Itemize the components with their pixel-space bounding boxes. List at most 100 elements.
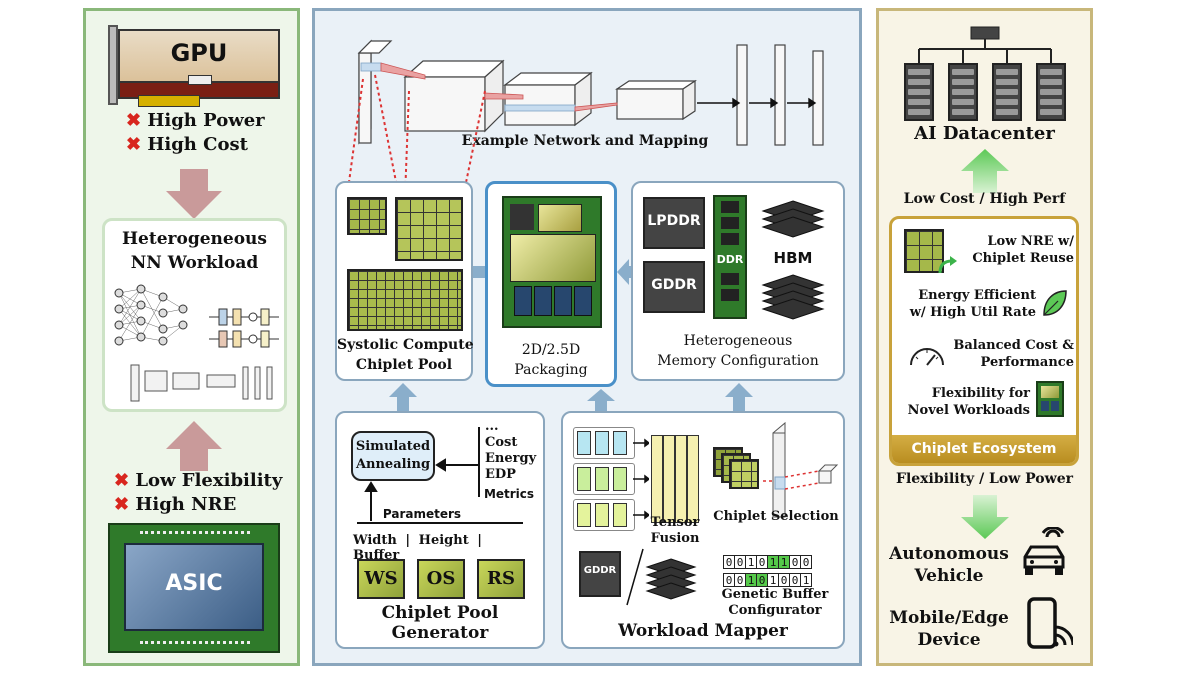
server-rack-icon (948, 63, 978, 121)
server-rack-icon (904, 63, 934, 121)
benefit-2-line-2: w/ High Util Rate (909, 305, 1036, 320)
medium-chiplet-icon (395, 197, 463, 261)
metrics-list: ... Cost Energy EDP (485, 419, 536, 483)
mapper-gddr-label: GDDR (583, 565, 617, 576)
packaging-caption-2: Packaging (514, 362, 588, 378)
mobile-label: Mobile/Edge Device (887, 607, 1011, 651)
gddr-chip-icon: GDDR (643, 261, 705, 313)
sa-label-1: Simulated (355, 439, 431, 454)
ddr-label: DDR (716, 253, 744, 266)
dataflow-os: OS (417, 559, 465, 599)
autonomous-car-icon (1023, 527, 1065, 575)
arrow-up-icon (587, 389, 615, 413)
chiplet-reuse-icon (904, 229, 944, 273)
gpu-cons: ✖ High Power ✖ High Cost (126, 109, 265, 157)
novel-chip-icon (1036, 381, 1064, 417)
chiplet-pool-caption-2: Chiplet Pool (355, 357, 453, 373)
mobile-line-1: Mobile/Edge (889, 608, 1009, 628)
metrics-arrow-icon (435, 427, 480, 497)
server-rack-icon (992, 63, 1022, 121)
bit: 1 (800, 573, 812, 587)
flex-low-power-label: Flexibility / Low Power (896, 471, 1073, 487)
datacenter-tree-icon (918, 26, 1052, 63)
transformer-block-icon (209, 308, 279, 348)
arrow-up-icon (389, 383, 417, 413)
leaf-icon (1043, 290, 1067, 316)
benefit-1: Low NRE w/ Chiplet Reuse (956, 233, 1074, 267)
arrow-up-icon (961, 149, 1009, 193)
metrics-ellipsis: ... (485, 419, 499, 434)
benefit-2-line-1: Energy Efficient (918, 288, 1036, 303)
chiplet-pool-caption-1: Systolic Compute (337, 337, 474, 353)
mobile-device-icon (1027, 597, 1073, 649)
gpu-con-power: High Power (147, 110, 265, 131)
gddr-chip-small-icon: GDDR (579, 551, 621, 597)
middle-panel: Example Network and Mapping Systolic Com… (312, 8, 862, 666)
parameters-label: Parameters (382, 507, 462, 521)
memory-caption-2: Memory Configuration (657, 353, 819, 369)
ecosystem-box: Low NRE w/ Chiplet Reuse Energy Efficien… (889, 216, 1079, 466)
reuse-arrow-icon (938, 256, 957, 274)
vehicle-label: Autonomous Vehicle (887, 543, 1011, 587)
neural-network-icon (114, 284, 188, 346)
mobile-line-2: Device (917, 630, 981, 650)
generator-title-2: Generator (391, 623, 489, 643)
right-panel: AI Datacenter Low Cost / High Perf Low N… (876, 8, 1093, 666)
lpddr-label: LPDDR (647, 213, 701, 229)
fused-tensor-icon (651, 435, 699, 523)
workload-title-1: Heterogeneous (122, 229, 267, 249)
generator-title-1: Chiplet Pool (381, 603, 499, 623)
metrics-label: Metrics (483, 487, 535, 501)
mapping-lines (346, 74, 486, 198)
benefit-2: Energy Efficient w/ High Util Rate (900, 287, 1036, 321)
x-icon: ✖ (114, 494, 130, 515)
hbm-stack-top-icon (761, 200, 825, 238)
dataflow-ws: WS (357, 559, 405, 599)
asic-con-nre: High NRE (135, 494, 237, 515)
genetic-caption-1: Genetic Buffer (721, 587, 829, 602)
chiplet-stack-icon (729, 459, 759, 489)
large-chiplet-icon (347, 269, 463, 331)
gpu-label: GPU (170, 39, 228, 67)
benefit-3-line-2: Performance (980, 355, 1074, 370)
hbm-label: HBM (773, 249, 813, 267)
chiplet-pool-box: Systolic Compute Chiplet Pool (335, 181, 474, 381)
packaging-box: 2D/2.5D Packaging (485, 181, 617, 387)
arrow-left-icon (617, 259, 641, 285)
tensor-fusion-2: Fusion (650, 531, 700, 546)
example-network-diagram (357, 39, 824, 146)
memory-caption-1: Heterogeneous (683, 333, 793, 349)
gpu-con-cost: High Cost (147, 134, 248, 155)
simulated-annealing-box: Simulated Annealing (351, 431, 435, 481)
chiplet-selection-caption: Chiplet Selection (713, 509, 839, 524)
ddr-dimm-icon: DDR (713, 195, 747, 319)
package-substrate-icon (502, 196, 602, 328)
parameters-arrow-icon (357, 481, 523, 524)
hbm-stack-bottom-icon (761, 274, 825, 320)
bit: 1 (745, 573, 757, 587)
lpddr-chip-icon: LPDDR (643, 197, 705, 249)
benefit-1-line-2: Chiplet Reuse (972, 251, 1074, 266)
packaging-caption-1: 2D/2.5D (521, 342, 581, 358)
benefit-3-line-1: Balanced Cost & (953, 338, 1074, 353)
vehicle-line-1: Autonomous (889, 544, 1009, 564)
server-rack-icon (1036, 63, 1066, 121)
benefit-3: Balanced Cost & Performance (948, 337, 1074, 371)
param-width: Width (353, 533, 397, 548)
benefit-4-line-1: Flexibility for (931, 386, 1030, 401)
low-cost-label: Low Cost / High Perf (903, 191, 1066, 207)
gddr-label: GDDR (651, 277, 697, 293)
benefit-4-line-2: Novel Workloads (907, 403, 1030, 418)
genetic-caption-2: Configurator (728, 603, 822, 618)
dataflow-rs: RS (477, 559, 525, 599)
param-height: Height (418, 533, 469, 548)
cnn-icon (130, 364, 273, 402)
memory-box: LPDDR GDDR DDR HBM (631, 181, 845, 381)
selection-layer-icon (763, 421, 839, 519)
gpu-card-icon: GPU (108, 25, 280, 107)
sa-label-2: Annealing (355, 457, 431, 472)
benefit-4: Flexibility for Novel Workloads (896, 385, 1030, 419)
arrow-up-icon (166, 421, 222, 471)
